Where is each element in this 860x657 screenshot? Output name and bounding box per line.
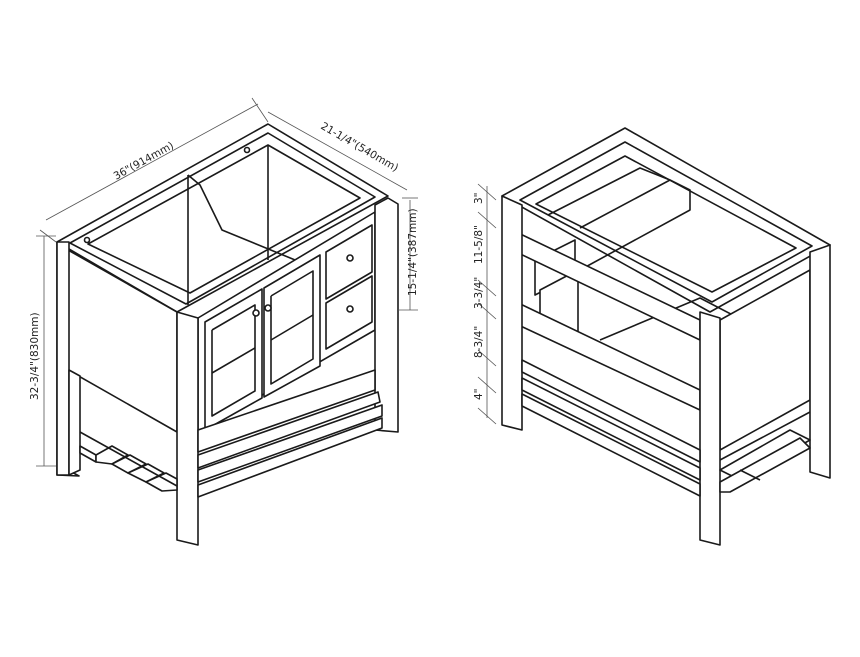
cabinet-height-label: 15-1/4"(387mm) (407, 208, 419, 296)
front-dimension-lines (36, 97, 418, 467)
rear-dimension-lines (477, 183, 497, 425)
rear-dim-shelf: 4" (473, 388, 485, 400)
rear-dim-lower-opening: 8-3/4" (473, 326, 485, 358)
rear-shelf-slats (719, 411, 811, 493)
rear-dim-drawer-height: 11-5/8" (473, 225, 485, 264)
shelf-slats (79, 431, 178, 492)
rear-dim-top-rail: 3" (473, 192, 485, 204)
width-dimension-label: 36"(914mm) (112, 140, 176, 183)
rear-view-vanity (501, 127, 831, 546)
rear-dim-mid-rail: 3-3/4" (473, 277, 485, 309)
front-view-vanity (56, 123, 399, 546)
total-height-label: 32-3/4"(830mm) (29, 312, 41, 400)
